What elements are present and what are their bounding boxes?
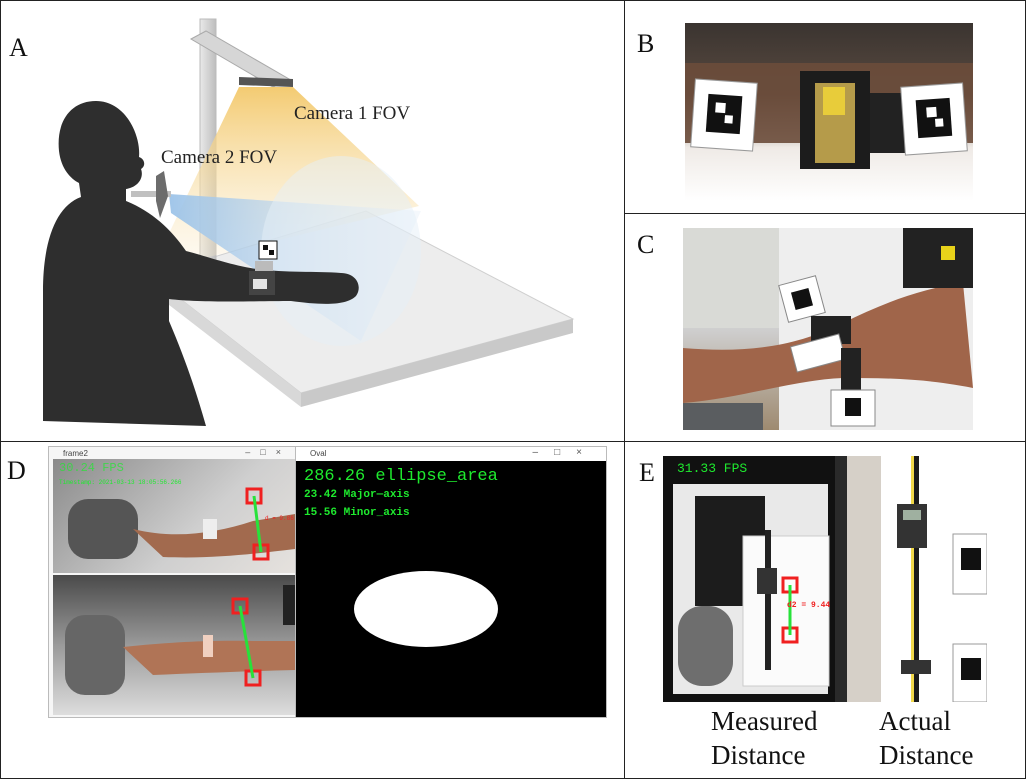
frame-timestamp: Timestamp: 2021-03-13 18:05:56.266: [59, 479, 182, 486]
frame-window: frame2 –□× 30.24 FPS Timestamp: 2021-03-…: [48, 446, 298, 718]
oval-window-title: Oval: [310, 449, 327, 458]
person-silhouette: [43, 101, 359, 426]
panel-c-label: C: [637, 230, 655, 259]
measured-fps: 31.33 FPS: [677, 461, 748, 476]
table-front: [301, 319, 573, 407]
major-axis-readout: 23.42 Major—axis: [304, 489, 410, 501]
distance-line-top: [252, 495, 263, 553]
actual-caption-line1: Actual: [879, 706, 951, 736]
actual-distance-caption: Actual Distance: [879, 704, 973, 772]
oval-window: Oval –□× 286.26 ellipse_area 23.42 Major…: [295, 446, 607, 718]
setup-illustration: [43, 18, 575, 426]
panel-a-label: A: [9, 33, 28, 62]
measured-caption-line2: Distance: [711, 740, 806, 770]
ellipse-area-readout: 286.26 ellipse_area: [304, 467, 498, 486]
panel-c: C: [624, 213, 1026, 443]
camera2: [156, 171, 168, 218]
panel-d: D frame2 –□× 30.24 FPS Timestamp: 2021-0…: [0, 441, 625, 779]
oval-window-titlebar: Oval –□×: [296, 447, 606, 461]
frame-window-title: frame2: [63, 449, 88, 458]
panel-e-label: E: [639, 458, 655, 487]
panel-a: A: [0, 0, 625, 442]
frame-fps: 30.24 FPS: [59, 461, 124, 475]
d2-value: d2 = 9.44: [787, 601, 831, 610]
arm-markers-photo: [683, 228, 973, 430]
frame-window-controls: –□×: [245, 447, 291, 457]
panel-e: E 31.33 FPS d2 = 9.44: [624, 441, 1026, 779]
actual-caption-line2: Distance: [879, 740, 974, 770]
panel-b-label: B: [637, 29, 655, 58]
frame-camera-top: 30.24 FPS Timestamp: 2021-03-13 18:05:56…: [53, 459, 295, 573]
measured-caption-line1: Measured: [711, 706, 818, 736]
ellipse-shape: [354, 571, 498, 647]
camera2-fov-label: Camera 2 FOV: [161, 147, 278, 168]
camera1: [239, 77, 293, 87]
measured-distance-caption: Measured Distance: [711, 704, 817, 772]
minor-axis-readout: 15.56 Minor_axis: [304, 507, 410, 519]
distance-line-bottom: [238, 605, 255, 679]
camera1-fov-label: Camera 1 FOV: [294, 103, 411, 124]
frame-camera-bottom: [53, 575, 295, 715]
oval-window-controls: –□×: [532, 447, 598, 458]
panel-b: B: [624, 0, 1026, 214]
frame-d-value: d = 9.86: [265, 515, 294, 522]
actual-distance-photo: [835, 456, 987, 702]
measured-distance-frame: 31.33 FPS d2 = 9.44: [663, 456, 835, 702]
panel-d-label: D: [7, 456, 26, 485]
forearm-device-photo: [685, 23, 973, 201]
